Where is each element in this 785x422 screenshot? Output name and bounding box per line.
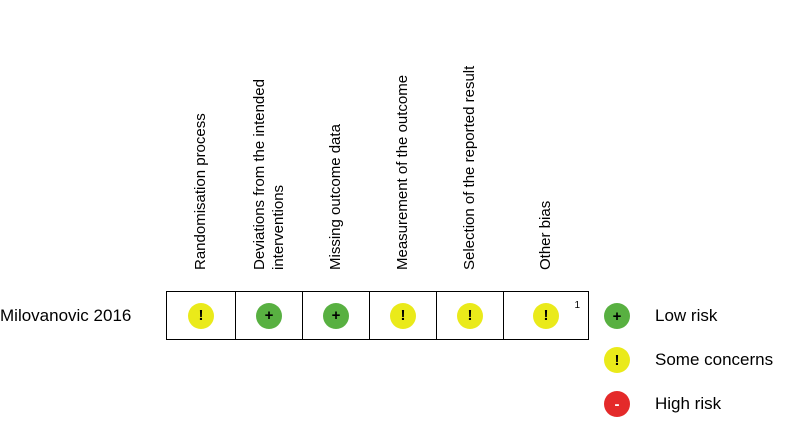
low-risk-icon: + bbox=[323, 302, 349, 329]
domain-header-line: interventions bbox=[269, 184, 287, 270]
domain-header-line: Randomisation process bbox=[192, 113, 209, 270]
domain-header-line: Selection of the reported result bbox=[461, 65, 478, 270]
judgement-cell: + bbox=[303, 292, 370, 339]
judgement-cell: ! bbox=[437, 292, 504, 339]
judgement-cell: ! bbox=[167, 292, 236, 339]
some-risk-icon: ! bbox=[390, 302, 416, 329]
domain-header: Randomisation process bbox=[192, 0, 211, 270]
footnote-marker: 1 bbox=[574, 300, 580, 311]
low-risk-icon: + bbox=[604, 303, 630, 329]
legend-label: Low risk bbox=[655, 306, 718, 325]
domain-header-line: Deviations from the intended bbox=[250, 79, 268, 270]
judgement-cell: + bbox=[236, 292, 303, 339]
domain-header: Selection of the reported result bbox=[461, 0, 480, 270]
high-risk-icon: - bbox=[604, 391, 630, 417]
legend-item: + Low risk bbox=[604, 303, 717, 329]
judgement-cell: !1 bbox=[504, 292, 588, 339]
judgement-cell: ! bbox=[370, 292, 437, 339]
domain-header-line: Other bias bbox=[536, 200, 554, 270]
domain-header: Missing outcome data bbox=[327, 0, 346, 270]
risk-of-bias-grid: !++!!!1 bbox=[166, 291, 589, 340]
legend-item: ! Some concerns bbox=[604, 347, 773, 373]
legend-label: Some concerns bbox=[655, 350, 774, 369]
study-label: Milovanovic 2016 bbox=[0, 306, 132, 325]
domain-header-line: Missing outcome data bbox=[327, 124, 344, 270]
domain-header-line: Measurement of the outcome bbox=[394, 74, 411, 270]
domain-header: Measurement of the outcome bbox=[394, 0, 413, 270]
legend-label: High risk bbox=[655, 394, 722, 413]
some-risk-icon: ! bbox=[604, 347, 630, 373]
some-risk-icon: ! bbox=[533, 302, 559, 329]
some-risk-icon: ! bbox=[457, 302, 483, 329]
some-risk-icon: ! bbox=[188, 302, 214, 329]
domain-header: Other bias bbox=[537, 0, 556, 270]
legend-item: - High risk bbox=[604, 391, 721, 417]
low-risk-icon: + bbox=[256, 302, 282, 329]
